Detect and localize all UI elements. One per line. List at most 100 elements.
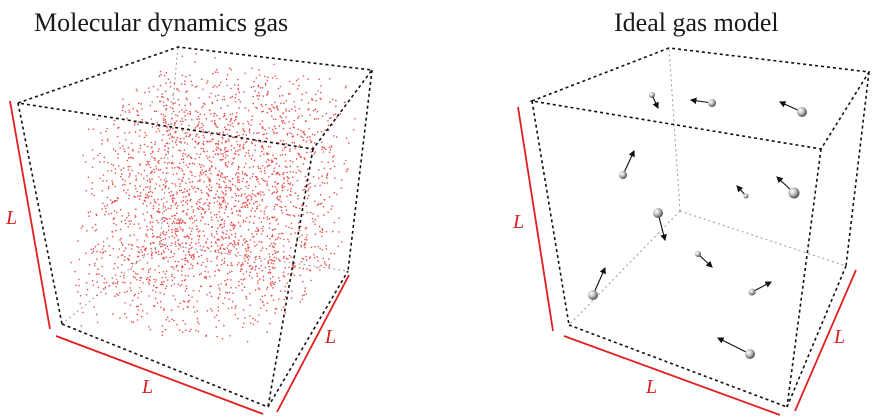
md-particle [96, 281, 98, 284]
md-particle [157, 160, 159, 163]
md-particle [120, 237, 122, 240]
md-particle [78, 284, 80, 287]
md-particle [217, 251, 220, 254]
md-particle [222, 238, 225, 240]
md-particle [257, 167, 260, 169]
md-particle [198, 255, 200, 258]
right-box-edges [528, 47, 871, 408]
md-particle [220, 172, 223, 174]
md-particle [200, 166, 202, 168]
md-particle [227, 307, 230, 310]
md-particle [268, 271, 270, 274]
md-particle [154, 187, 157, 190]
md-particle [124, 150, 126, 153]
md-particle [182, 300, 185, 303]
md-particle [191, 238, 193, 240]
md-particle [171, 318, 173, 321]
md-particle [203, 113, 206, 116]
md-particle [158, 184, 161, 187]
md-particle [241, 173, 244, 175]
md-particle [316, 131, 319, 133]
md-particle [169, 218, 171, 220]
md-particle [196, 187, 199, 189]
md-particle [231, 122, 233, 125]
md-particle [188, 227, 191, 229]
md-particle [158, 159, 160, 162]
md-particle [303, 132, 305, 135]
md-particle [197, 330, 200, 333]
md-particle [297, 152, 300, 155]
md-particle [265, 137, 267, 139]
md-particle [113, 268, 115, 270]
md-particle [184, 182, 187, 184]
md-particle [189, 233, 192, 236]
md-particle [211, 234, 213, 237]
md-particle [165, 109, 167, 111]
md-particle [229, 279, 232, 281]
md-particle [243, 166, 246, 168]
md-particle [276, 77, 278, 80]
md-particle [146, 205, 148, 207]
md-particle [141, 268, 143, 270]
md-particle [163, 105, 165, 107]
md-particle [221, 226, 224, 229]
md-particle [207, 193, 209, 195]
md-particle [247, 262, 249, 264]
md-particle [106, 237, 109, 240]
md-particle [262, 141, 264, 143]
md-particle [202, 88, 204, 91]
md-particle [251, 142, 253, 145]
md-particle [136, 245, 138, 248]
md-particle [326, 176, 328, 179]
md-particle [295, 79, 298, 82]
md-particle [275, 127, 277, 130]
md-particle [282, 245, 285, 247]
md-particle [237, 84, 240, 86]
md-particle [200, 272, 202, 275]
md-particle [223, 260, 226, 263]
md-particle [260, 170, 262, 173]
md-particle [321, 228, 324, 230]
md-particle [118, 165, 120, 167]
md-particle [206, 155, 208, 157]
md-particle [286, 180, 289, 182]
md-particle [184, 114, 186, 117]
md-particle [299, 155, 302, 158]
md-particle [157, 198, 159, 201]
md-particle [250, 157, 253, 160]
md-particle [271, 235, 273, 238]
md-particle [165, 233, 167, 236]
md-particle [134, 277, 136, 279]
md-particle [243, 278, 246, 280]
md-particle [91, 149, 94, 151]
md-particle [139, 163, 141, 165]
md-particle [247, 255, 250, 257]
md-particle [138, 246, 140, 249]
md-particle [226, 247, 228, 249]
md-particle [235, 118, 237, 121]
md-particle [267, 261, 270, 263]
md-particle [257, 229, 260, 231]
md-particle [74, 270, 76, 273]
md-particle [157, 221, 160, 224]
md-particle [106, 127, 108, 130]
md-particle [192, 209, 195, 211]
md-particle [336, 193, 338, 196]
md-particle [256, 244, 258, 246]
md-particle [190, 157, 193, 160]
md-particle [314, 223, 316, 225]
md-particle [173, 319, 175, 322]
md-particle [165, 256, 168, 259]
md-particle [251, 193, 254, 195]
md-particle [167, 134, 170, 136]
md-particle [255, 139, 258, 142]
md-particle [162, 271, 165, 273]
md-particle [276, 251, 278, 253]
md-particle [157, 128, 160, 130]
md-particle [171, 231, 173, 233]
md-particle [91, 193, 93, 195]
md-particle [128, 111, 131, 113]
md-particle [169, 106, 172, 109]
md-particle [345, 159, 347, 162]
md-particle [253, 222, 255, 224]
